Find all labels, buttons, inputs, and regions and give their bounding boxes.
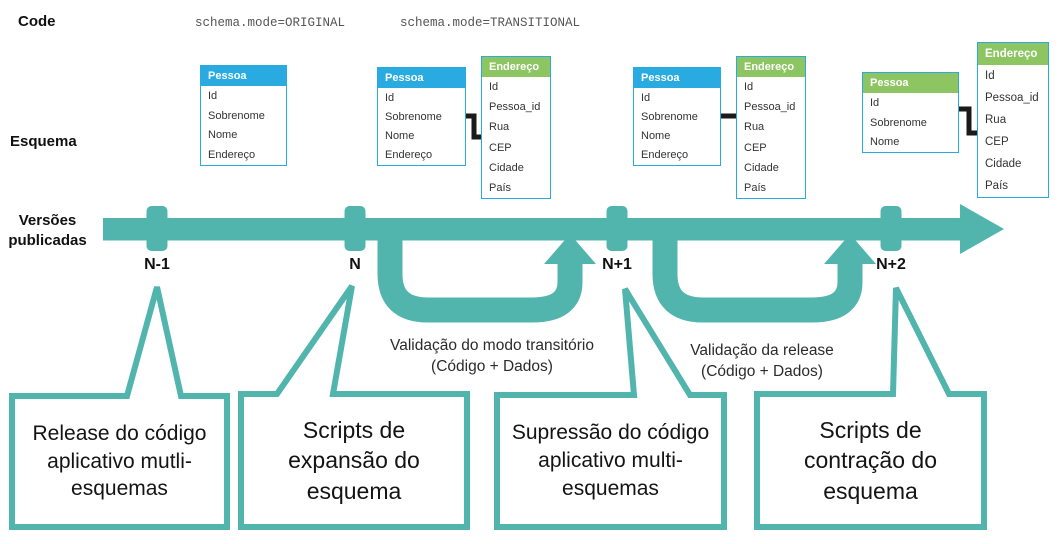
table-column-row: Pessoa_id: [744, 101, 796, 114]
callout-text-release: Release do código aplicativo mutli-esque…: [32, 421, 207, 501]
table-column-row: CEP: [744, 141, 767, 154]
validation-title: Validação do modo transitório: [390, 337, 594, 354]
callout-text-suppression: Supressão do código aplicativo multi-esq…: [511, 421, 710, 500]
table-endereco-n-plus-2: Endereço Id Pessoa_id Rua CEP Cidade Paí…: [977, 42, 1049, 198]
timeline-tick-n-minus-1: [146, 206, 168, 251]
callout-bubble-expansion: [238, 284, 470, 530]
table-header: Pessoa: [634, 68, 720, 88]
validation-title: Validação da release: [690, 342, 834, 359]
validation-loop-arrow-release: [652, 238, 863, 323]
table-column-row: Cidade: [489, 161, 524, 174]
relation-connector-group-n: [465, 113, 482, 140]
table-column-row: Nome: [385, 130, 415, 143]
schema-mode-transitional-label: schema.mode=TRANSITIONAL: [400, 16, 581, 30]
table-column-row: Rua: [985, 114, 1007, 126]
table-column-row: Id: [385, 91, 395, 104]
table-column-row: Cidade: [985, 158, 1022, 170]
callout-text-expansion: Scripts de expansão do esquema: [288, 416, 420, 504]
table-column-row: CEP: [985, 136, 1009, 148]
table-header: Pessoa: [201, 66, 286, 86]
table-column-row: Id: [744, 81, 754, 94]
table-column-row: CEP: [489, 141, 512, 154]
timeline-tick-n: [344, 206, 366, 251]
table-pessoa-n-plus-2: Pessoa Id Sobrenome Nome: [862, 72, 959, 153]
table-column-row: Pessoa_id: [489, 101, 541, 114]
timeline-tick-n-plus-1: [606, 206, 628, 251]
validation-label-transitional: Validação do modo transitório (Código + …: [357, 336, 627, 378]
table-endereco-n-plus-1: Endereço Id Pessoa_id Rua CEP Cidade Paí…: [736, 56, 806, 199]
timeline-bar: [103, 218, 971, 241]
table-column-row: Nome: [870, 136, 900, 149]
table-column-row: Id: [870, 96, 880, 109]
tick-label-n-minus-1: N-1: [144, 256, 170, 273]
table-column-row: País: [985, 180, 1009, 192]
table-column-row: País: [744, 181, 767, 194]
table-column-row: Sobrenome: [641, 110, 698, 123]
table-column-row: Sobrenome: [385, 110, 442, 123]
table-column-row: Id: [208, 89, 218, 102]
tick-label-n: N: [349, 256, 361, 273]
table-endereco-n: Endereço Id Pessoa_id Rua CEP Cidade Paí…: [481, 56, 551, 199]
callout-bubble-release: [9, 286, 230, 530]
table-column-row: Nome: [641, 130, 671, 143]
callout-bubble-suppression: [494, 287, 727, 530]
validation-subtitle: (Código + Dados): [701, 362, 823, 380]
table-column-row: Rua: [489, 121, 510, 134]
table-header: Endereço: [482, 57, 550, 77]
validation-loop-arrowhead-release-icon: [824, 234, 876, 264]
table-header: Endereço: [737, 57, 805, 77]
table-column-row: Sobrenome: [870, 116, 927, 129]
table-column-row: Endereço: [208, 149, 256, 162]
validation-loop-arrow-transitional: [377, 238, 583, 323]
table-pessoa-n-plus-1: Pessoa Id Sobrenome Nome Endereço: [633, 67, 721, 166]
timeline-arrowhead-icon: [960, 204, 1004, 254]
table-pessoa-n: Pessoa Id Sobrenome Nome Endereço: [377, 67, 466, 166]
table-column-row: Endereço: [641, 149, 689, 162]
schema-mode-original-label: schema.mode=ORIGINAL: [195, 16, 346, 30]
validation-subtitle: (Código + Dados): [431, 357, 553, 375]
table-column-row: Id: [489, 81, 499, 94]
relation-connector-group-n-plus-2: [958, 106, 978, 136]
table-column-row: Id: [985, 70, 995, 82]
callout-bubble-contraction: [754, 286, 987, 530]
table-column-row: Id: [641, 91, 651, 104]
versoes-publicadas-label: Versões publicadas: [8, 212, 87, 249]
table-pessoa-n-minus-1: Pessoa Id Sobrenome Nome Endereço: [200, 65, 287, 166]
validation-label-release: Validação da release (Código + Dados): [632, 341, 892, 383]
table-column-row: Cidade: [744, 161, 779, 174]
table-column-row: Endereço: [385, 149, 433, 162]
table-column-row: Pessoa_id: [985, 92, 1039, 104]
table-header: Pessoa: [378, 68, 465, 88]
table-header: Endereço: [978, 43, 1048, 65]
table-column-row: País: [489, 181, 512, 194]
table-column-row: Nome: [208, 129, 238, 142]
tick-label-n-plus-1: N+1: [602, 256, 632, 273]
table-column-row: Sobrenome: [208, 109, 265, 122]
timeline-tick-n-plus-2: [880, 206, 902, 251]
esquema-row-label: Esquema: [10, 133, 77, 150]
code-row-label: Code: [18, 13, 56, 30]
table-column-row: Rua: [744, 121, 765, 134]
tick-label-n-plus-2: N+2: [876, 256, 906, 273]
validation-loop-arrowhead-transitional-icon: [544, 234, 596, 264]
table-header: Pessoa: [863, 73, 958, 93]
callout-text-contraction: Scripts de contração do esquema: [804, 416, 937, 504]
